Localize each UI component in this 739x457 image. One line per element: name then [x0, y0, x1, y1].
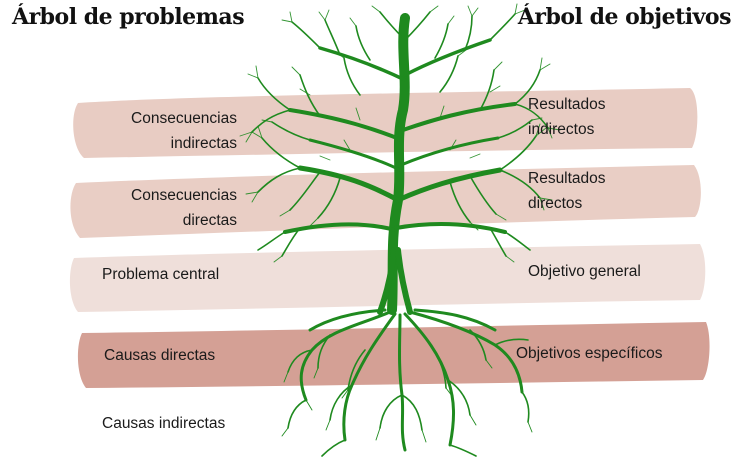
- label-causas-indirectas: Causas indirectas: [102, 415, 226, 432]
- label-resultados-directos: Resultados directos: [528, 170, 606, 212]
- label-causas-directas: Causas directas: [104, 347, 216, 364]
- objective-tree-title: Árbol de objetivos: [517, 4, 732, 30]
- label-problema-central: Problema central: [102, 266, 220, 283]
- label-consecuencias-indirectas: Consecuencias indirectas: [131, 110, 237, 152]
- problem-tree-title: Árbol de problemas: [12, 4, 245, 30]
- label-objetivos-especificos: Objetivos específicos: [516, 345, 663, 362]
- label-objetivo-general: Objetivo general: [528, 263, 641, 280]
- band-consecuencias-directas: [70, 165, 701, 238]
- label-resultados-indirectos: Resultados indirectos: [528, 96, 606, 138]
- band-causas-directas: [77, 322, 710, 388]
- label-consecuencias-directas: Consecuencias directas: [131, 187, 237, 229]
- band-consecuencias-indirectas: [73, 88, 698, 158]
